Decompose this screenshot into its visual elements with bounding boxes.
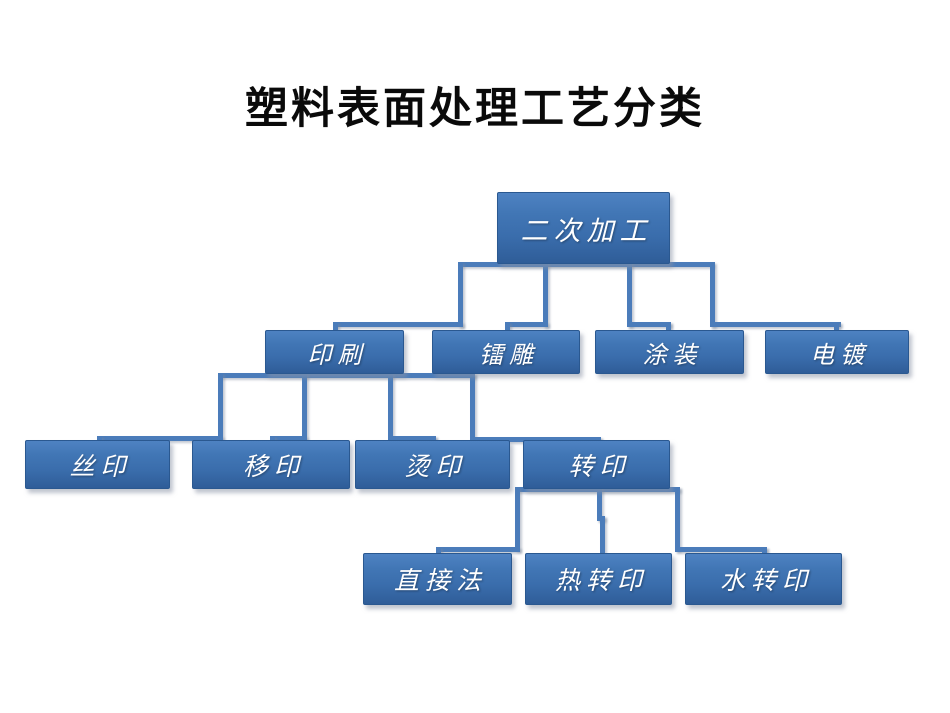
node-direct-method: 直接法 <box>363 553 512 605</box>
node-hot-stamping: 烫印 <box>355 440 510 489</box>
connector-printing-to-hot-stamping <box>388 436 436 441</box>
connector-printing-to-transfer-printing <box>470 437 601 442</box>
connector-printing-to-pad-printing <box>302 373 307 441</box>
node-label: 丝印 <box>69 451 132 481</box>
connector-printing-to-pad-printing <box>270 436 307 441</box>
connector-printing-to-silk-screen <box>97 436 102 443</box>
connector-printing-to-hot-stamping <box>388 373 393 441</box>
node-label: 烫印 <box>404 451 467 481</box>
connector-root-bus <box>458 262 713 267</box>
connector-root-to-printing <box>458 262 463 327</box>
node-laser-engraving: 镭雕 <box>432 330 580 374</box>
node-label: 二次加工 <box>520 215 653 247</box>
node-secondary-processing: 二次加工 <box>497 192 670 264</box>
connector-transfer-to-water-transfer <box>675 547 767 552</box>
node-pad-printing: 移印 <box>192 440 350 489</box>
node-label: 镭雕 <box>479 340 539 369</box>
page-title: 塑料表面处理工艺分类 <box>245 84 705 134</box>
connector-root-to-electroplating <box>710 262 715 327</box>
connector-transfer-to-direct-method <box>436 547 520 552</box>
connector-transfer-to-direct-method <box>515 487 520 551</box>
connector-printing-to-hot-stamping <box>431 436 436 443</box>
node-label: 转印 <box>568 451 631 481</box>
connector-root-to-printing <box>333 322 338 332</box>
node-label: 直接法 <box>393 566 487 595</box>
node-electroplating: 电镀 <box>765 330 909 374</box>
node-silk-screen: 丝印 <box>25 440 170 489</box>
connector-printing-to-pad-printing <box>270 436 275 443</box>
connector-printing-to-silk-screen <box>97 436 223 441</box>
connector-transfer-to-thermal-transfer <box>597 487 602 520</box>
connector-transfer-to-direct-method <box>436 547 441 556</box>
connector-root-to-coating <box>627 322 671 327</box>
node-transfer-printing: 转印 <box>523 440 670 489</box>
node-label: 涂装 <box>642 340 703 369</box>
connector-printing-to-transfer-printing <box>470 373 475 442</box>
connector-transfer-to-thermal-transfer <box>600 516 605 556</box>
node-label: 印刷 <box>307 340 368 369</box>
connector-printing-bus <box>218 373 475 378</box>
node-thermal-transfer: 热转印 <box>525 553 672 605</box>
connector-root-to-laser-engraving <box>505 322 548 327</box>
connector-root-to-coating <box>627 262 632 327</box>
node-coating: 涂装 <box>595 330 744 374</box>
node-printing: 印刷 <box>265 330 404 374</box>
node-label: 电镀 <box>810 340 870 369</box>
connector-root-to-laser-engraving <box>505 322 510 332</box>
connector-transfer-to-water-transfer <box>762 547 767 556</box>
connector-root-to-electroplating <box>710 322 841 327</box>
node-label: 水转印 <box>719 566 813 595</box>
connector-transfer-to-water-transfer <box>675 487 680 551</box>
node-label: 移印 <box>242 451 305 481</box>
connector-root-to-laser-engraving <box>543 262 548 327</box>
node-label: 热转印 <box>554 566 648 595</box>
node-water-transfer: 水转印 <box>685 553 842 605</box>
connector-root-to-electroplating <box>834 322 839 332</box>
connector-root-to-coating <box>666 322 671 332</box>
connector-printing-to-silk-screen <box>218 373 223 441</box>
connector-root-to-printing <box>333 322 463 327</box>
